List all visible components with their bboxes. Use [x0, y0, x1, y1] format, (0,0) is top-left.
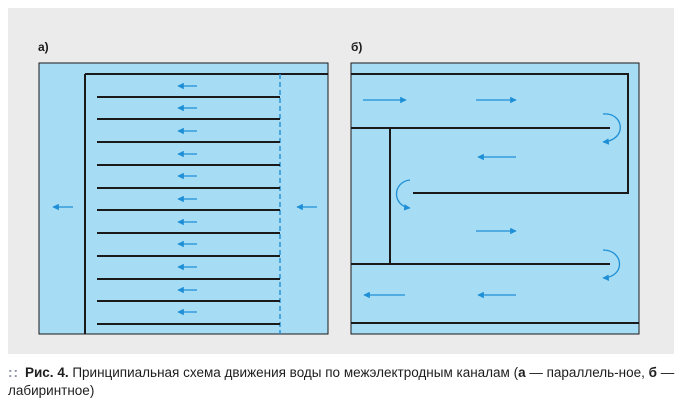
figure-caption: ::Рис. 4. Принципиальная схема движения …: [8, 364, 680, 400]
diagram-a-parallel: [38, 62, 329, 335]
electrode-plates-b: [351, 73, 639, 324]
caption-fig-number: Рис. 4.: [25, 365, 69, 380]
u-turn-arrow-icon: [602, 249, 621, 281]
flow-arrows-b: [363, 96, 621, 299]
u-turn-arrow-icon: [395, 179, 411, 211]
caption-text-b: — лабиринтное): [8, 365, 675, 398]
flow-arrows-a: [52, 82, 317, 316]
caption-key-b: б: [648, 365, 657, 380]
caption-bullet-icon: ::: [8, 365, 19, 380]
panel-label-b: б): [351, 40, 363, 54]
channel-block-b: [350, 62, 640, 335]
caption-key-a: а: [518, 365, 526, 380]
panel-label-a: а): [38, 40, 49, 54]
electrode-plates-a: [97, 96, 280, 325]
electrode-plate-1: [351, 73, 629, 194]
u-turn-arrow-icon: [602, 113, 621, 145]
diagram-b-labyrinth: [350, 62, 640, 335]
caption-text: Принципиальная схема движения воды по ме…: [68, 365, 519, 380]
caption-text-a: — параллель-ное,: [525, 365, 649, 380]
